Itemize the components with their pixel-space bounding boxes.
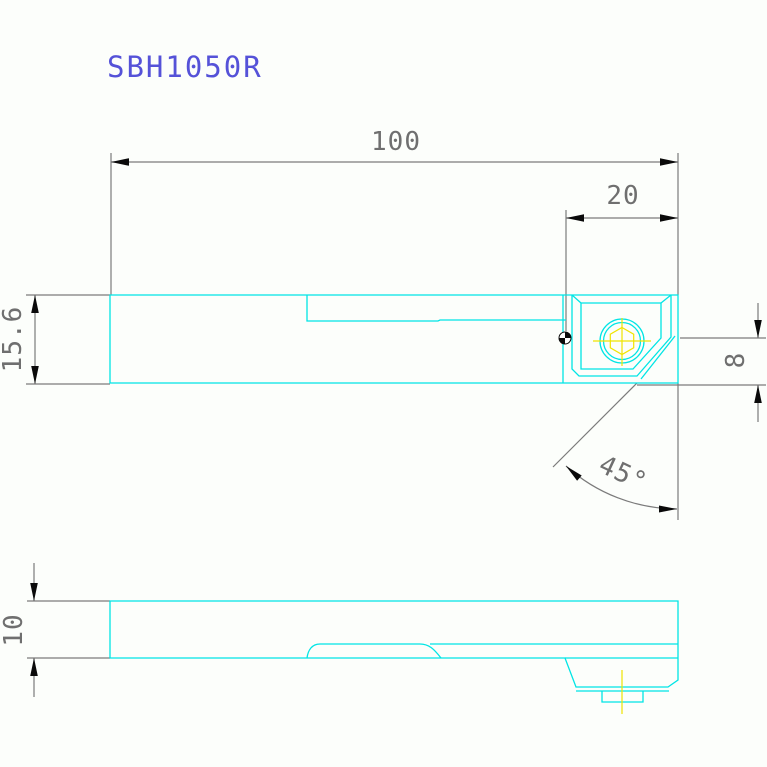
drawing-title: SBH1050R xyxy=(107,50,263,84)
arrow-10-top xyxy=(30,583,38,601)
dimension-annotations xyxy=(26,153,766,697)
plan-view xyxy=(109,600,679,703)
insert-corner-bevels xyxy=(571,294,672,304)
arrow-100-left xyxy=(111,158,129,166)
plan-view-pocket-bump xyxy=(306,643,442,659)
arrow-20-left xyxy=(566,214,584,222)
arrow-45-start xyxy=(566,466,582,481)
screw-centerlines xyxy=(593,318,651,366)
arrow-10-bottom xyxy=(30,658,38,676)
dim-shank-width-label: 10 xyxy=(0,613,29,647)
point-marker-quadrant-tr xyxy=(565,332,571,338)
tip-point-marker xyxy=(558,331,572,345)
dimension-arrowheads xyxy=(30,158,762,676)
arrow-8-top xyxy=(754,320,762,338)
dim-overall-length-label: 100 xyxy=(371,127,421,157)
side-view xyxy=(109,294,679,384)
arrow-100-right xyxy=(660,158,678,166)
arrow-20-right xyxy=(660,214,678,222)
point-marker-quadrant-bl xyxy=(559,338,565,344)
arrow-8-bottom xyxy=(754,385,762,403)
side-view-step-line xyxy=(306,295,566,322)
arrow-45-end xyxy=(659,505,677,513)
arrow-156-bottom xyxy=(31,366,39,384)
insert-outline xyxy=(580,302,662,370)
arrow-156-top xyxy=(31,295,39,313)
dim-body-height-label: 15.6 xyxy=(0,305,28,373)
side-view-body-outline xyxy=(109,294,679,384)
dim-tip-height-label: 8 xyxy=(721,351,751,369)
pocket-corner-chamfer xyxy=(640,335,676,380)
dim-45-ext-diagonal xyxy=(552,382,638,468)
insert-pocket-outline xyxy=(571,295,672,377)
dim-head-length-label: 20 xyxy=(606,181,640,211)
